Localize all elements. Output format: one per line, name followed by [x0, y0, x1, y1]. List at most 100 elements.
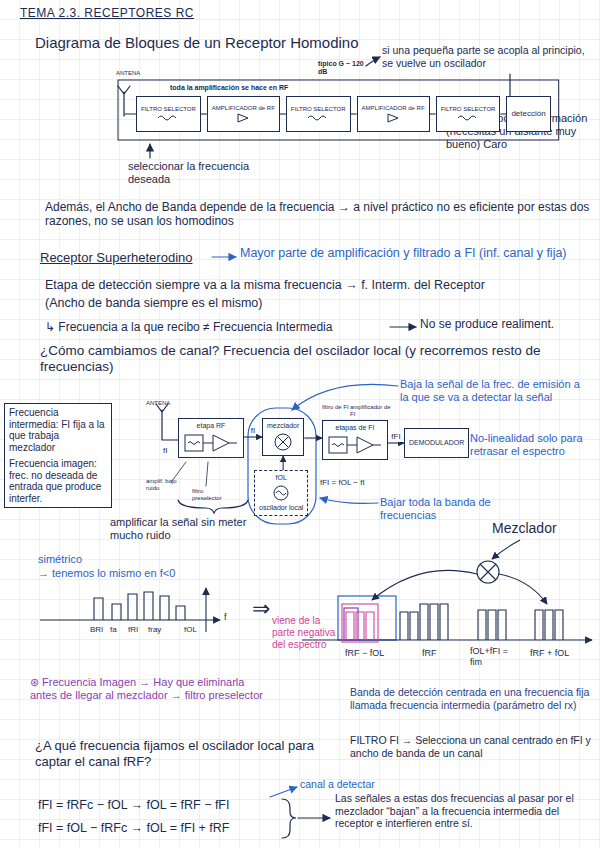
signal-connector — [388, 442, 404, 443]
detector-block: detección — [506, 96, 550, 132]
annotation-arrow — [492, 540, 520, 559]
page-title: TEMA 2.3. RECEPTORES RC — [20, 6, 194, 20]
osc-symbol — [272, 484, 290, 502]
wave-symbol — [457, 114, 479, 122]
brace — [178, 500, 248, 513]
block-label: FILTRO SELECTOR — [141, 106, 196, 113]
annotation-arrow — [366, 57, 380, 66]
annotation-arrow — [320, 498, 378, 503]
mixer-symbol — [480, 564, 496, 580]
handwritten-note: Banda de detección centrada en una frecu… — [350, 686, 595, 711]
handwritten-note: No se produce realiment. — [420, 317, 554, 331]
handwritten-note: Las señales a estas dos frecuencias al p… — [335, 792, 597, 830]
handwritten-note: ⊛ Frecuencia Imagen → Hay que eliminarla… — [30, 676, 270, 702]
block-label: FILTRO SELECTOR — [291, 106, 346, 113]
part-label: amplificador de FI — [350, 404, 395, 418]
demodulator-block: DEMODULADOR — [404, 428, 469, 458]
formula: fFI = fRFc − fOL → fOL = fRF − fFI — [38, 798, 229, 813]
handwritten-note: FILTRO FI → Selecciona un canal centrado… — [350, 734, 595, 759]
oscillator-block: fOL oscilador local — [254, 470, 308, 516]
block-label: etapa RF — [197, 422, 226, 430]
handwritten-note: amplificar la señal sin meter mucho ruid… — [110, 516, 260, 542]
block-label: Frecuencia imagen: frec. no deseada de e… — [9, 458, 107, 504]
block-name: Mezclador — [492, 520, 557, 537]
amp-symbol — [385, 113, 401, 123]
signal-name: fFI — [390, 433, 401, 442]
block-label: AMPLIFICADOR de RF — [212, 105, 275, 112]
antenna-label: ANTENA — [116, 70, 140, 77]
block-label: etapas de FI — [336, 424, 375, 432]
part-label: filtro preselector — [192, 488, 232, 502]
signal-connector — [304, 437, 322, 438]
mixer-symbol — [477, 561, 499, 583]
axis-label: f — [224, 612, 227, 623]
figure-frame — [118, 80, 559, 140]
handwritten-note: Mayor parte de amplificación y filtrado … — [240, 246, 590, 261]
question: ¿A qué frecuencia fijamos el oscilador l… — [35, 738, 325, 769]
antenna-symbol — [118, 86, 136, 116]
section-heading: Diagrama de Bloques de un Receptor Homod… — [35, 34, 359, 52]
annotation-arrow — [390, 326, 416, 327]
signal-name: fI — [250, 427, 256, 436]
axis-label: BRI — [90, 625, 103, 635]
signal-name: fI — [163, 446, 167, 456]
block-label: AMPLIFICADOR de RF — [362, 105, 425, 112]
leader-line — [206, 462, 208, 486]
handwritten-note: No-linealidad solo para retrasar el espe… — [470, 432, 590, 458]
amplifier-block: AMPLIFICADOR de RF — [357, 96, 430, 132]
axis-label: fRF − fOL — [345, 648, 384, 659]
figure-caption: toda la amplificación se hace en RF — [170, 84, 288, 92]
filteramp-symbol — [327, 434, 383, 456]
detection-band-box — [338, 596, 396, 640]
annotation-arrow — [270, 787, 297, 797]
handwritten-note: viene de la parte negativa del espectro — [272, 615, 342, 651]
annotation-arrow — [499, 574, 547, 604]
signal-connector — [244, 436, 262, 437]
block-label: DEMODULADOR — [409, 439, 464, 447]
highlight-ring — [248, 408, 316, 524]
block-label: Frecuencia intermedia: FI fija a la que … — [9, 407, 107, 453]
handwritten-note: Además, el Ancho de Banda depende de la … — [45, 200, 590, 229]
annotation-arrow — [298, 817, 330, 818]
wave-symbol — [307, 114, 329, 122]
gain-note: típico G ~ 120 dB — [318, 60, 364, 77]
filter-block: FILTRO SELECTOR — [436, 96, 501, 132]
handwritten-note: Bajar toda la banda de frecuencias — [380, 496, 515, 522]
frequency-axis — [205, 588, 206, 632]
if-stage-block: etapas de FI — [322, 420, 388, 460]
axis-label: fa — [110, 625, 117, 635]
implies-symbol: ⇒ — [252, 596, 270, 622]
handwritten-note: Etapa de detección siempre va a la misma… — [45, 278, 485, 293]
axis-label: fOL — [184, 625, 197, 635]
frequency-axis — [40, 619, 220, 620]
image-band-box — [344, 608, 358, 640]
handwritten-note: si una pequeña parte se acopla al princi… — [382, 44, 592, 69]
block-label: detección — [511, 109, 545, 118]
block-label: oscilador local — [259, 504, 303, 512]
mixer-symbol — [273, 432, 293, 452]
mixer-block: mezclador — [262, 418, 304, 456]
block-label: fOL — [276, 474, 287, 482]
homodyne-frame-group — [118, 80, 559, 140]
signal-connector — [283, 456, 284, 470]
handwritten-note: ↳ Frecuencia a la que recibo ≠ Frecuenci… — [45, 320, 332, 334]
handwritten-note: simétrico — [38, 553, 82, 566]
filteramp-symbol — [183, 432, 239, 454]
annotation-arrow — [212, 256, 236, 257]
wave-symbol — [157, 114, 179, 122]
formula: fFI = fOL − fI — [320, 478, 365, 488]
spectrum-bars — [400, 604, 563, 640]
axis-label: fray — [148, 625, 161, 635]
image-band-box — [342, 604, 378, 642]
part-label: amplif. bajo ruido — [146, 478, 180, 492]
filter-block: FILTRO SELECTOR — [136, 96, 201, 132]
part-label: filtro de FI — [322, 404, 352, 411]
handwritten-note: ¿Cómo cambiamos de canal? Frecuencia del… — [40, 343, 560, 375]
block-label: mezclador — [267, 422, 299, 430]
brace — [282, 799, 296, 838]
section-heading: Receptor Superheterodino — [40, 250, 193, 266]
definition-box: Frecuencia intermedia: FI fija a la que … — [4, 403, 112, 508]
annotation-arrow — [149, 144, 150, 158]
amp-symbol — [235, 113, 251, 123]
